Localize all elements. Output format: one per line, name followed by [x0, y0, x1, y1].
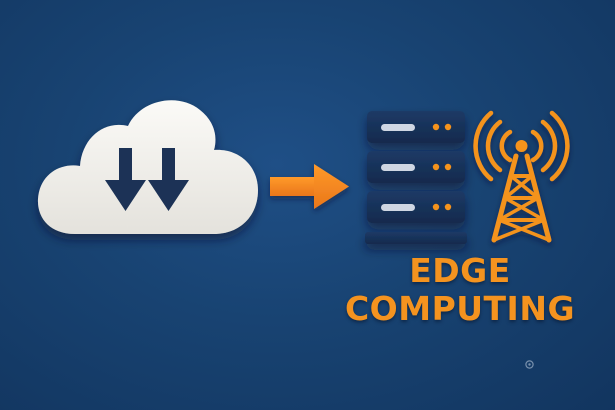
status-light-icon — [432, 123, 440, 131]
signal-wave-icon — [485, 119, 503, 173]
status-light-icon — [432, 203, 440, 211]
radio-tower-icon — [473, 110, 570, 243]
status-light-icon — [444, 163, 452, 171]
headline: EDGE COMPUTING — [330, 252, 590, 328]
download-arrow-right-icon — [148, 148, 189, 211]
server-unit-top — [367, 111, 465, 143]
status-light-icon — [444, 123, 452, 131]
signal-wave-icon — [530, 129, 544, 163]
status-light-icon — [444, 203, 452, 211]
signal-wave-icon — [473, 110, 494, 182]
arrow-right-icon — [270, 164, 349, 209]
signal-wave-icon — [549, 110, 570, 182]
watermark-logo — [525, 359, 577, 371]
signal-wave-icon — [540, 119, 558, 173]
headline-line-2: COMPUTING — [344, 289, 576, 328]
download-arrow-left-icon — [105, 148, 146, 211]
server-rack-icon — [365, 111, 467, 244]
headline-line-1: EDGE — [409, 251, 511, 290]
signal-wave-icon — [499, 129, 513, 163]
cloud-download-icon — [37, 100, 259, 234]
status-light-icon — [432, 163, 440, 171]
server-unit-bottom — [367, 191, 465, 223]
server-base — [365, 232, 467, 244]
watermark-logo-icon — [525, 360, 534, 369]
server-unit-middle — [367, 151, 465, 183]
